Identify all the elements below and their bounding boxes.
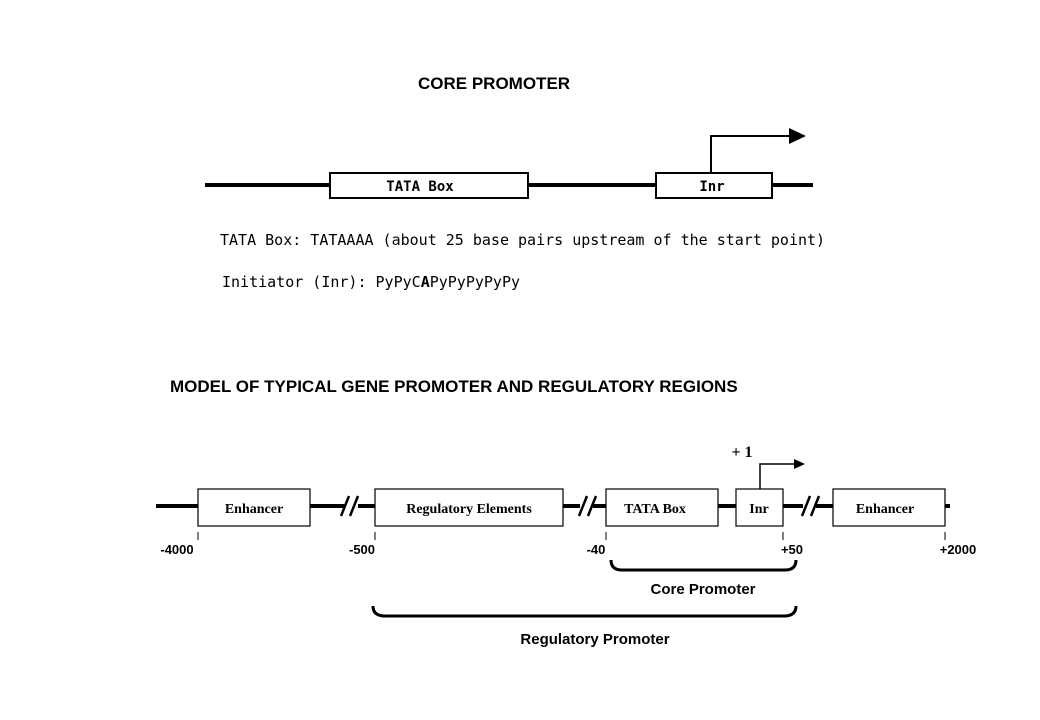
break-mark-2	[577, 495, 598, 517]
enhancer-box-right	[832, 488, 946, 527]
regulatory-elements-label: Regulatory Elements	[406, 502, 532, 517]
inr-model-label: Inr	[749, 502, 768, 517]
tata-box-model-box	[605, 488, 719, 527]
start-arrow-line	[710, 135, 792, 173]
position-label-5: +2000	[940, 542, 977, 557]
enhancer-label-right: Enhancer	[856, 502, 914, 517]
inr-description-suffix: PyPyPyPyPy	[429, 273, 521, 291]
model-diagram: Enhancer Regulatory Elements TATA Box In…	[156, 444, 976, 648]
regulatory-promoter-label: Regulatory Promoter	[520, 631, 669, 648]
position-label-4: +50	[781, 542, 803, 557]
model-title: MODEL OF TYPICAL GENE PROMOTER AND REGUL…	[170, 377, 738, 396]
inr-description-prefix: Initiator (Inr): PyPyC	[222, 273, 421, 291]
regulatory-elements-box	[374, 488, 564, 527]
inr-description-bold: A	[420, 273, 430, 291]
enhancer-box-left	[197, 488, 311, 527]
inr-element	[655, 172, 773, 199]
inr-label: Inr	[699, 179, 724, 195]
break-mark-1	[339, 495, 360, 517]
model-start-arrow-head	[794, 459, 805, 469]
inr-model-box	[735, 488, 784, 527]
core-promoter-brace	[609, 559, 798, 572]
start-arrow-head	[789, 128, 806, 144]
core-promoter-title: CORE PROMOTER	[418, 74, 571, 93]
position-ticks	[197, 532, 946, 540]
tata-box-model-label: TATA Box	[624, 502, 686, 517]
model-start-arrow-line	[759, 463, 797, 489]
tata-box-element	[329, 172, 529, 199]
tata-box-label: TATA Box	[386, 179, 454, 195]
tata-box-description: TATA Box: TATAAAA (about 25 base pairs u…	[220, 231, 826, 249]
core-promoter-diagram: TATA Box Inr	[205, 128, 813, 199]
enhancer-label-left: Enhancer	[225, 502, 283, 517]
start-site-label: + 1	[731, 444, 752, 461]
regulatory-promoter-brace	[371, 605, 798, 618]
position-label-2: -500	[349, 542, 375, 557]
position-label-1: -4000	[160, 542, 193, 557]
core-promoter-bracket-label: Core Promoter	[650, 581, 755, 598]
inr-description: Initiator (Inr): PyPyCAPyPyPyPyPy	[222, 273, 520, 291]
position-label-3: -40	[587, 542, 606, 557]
break-mark-3	[800, 495, 821, 517]
